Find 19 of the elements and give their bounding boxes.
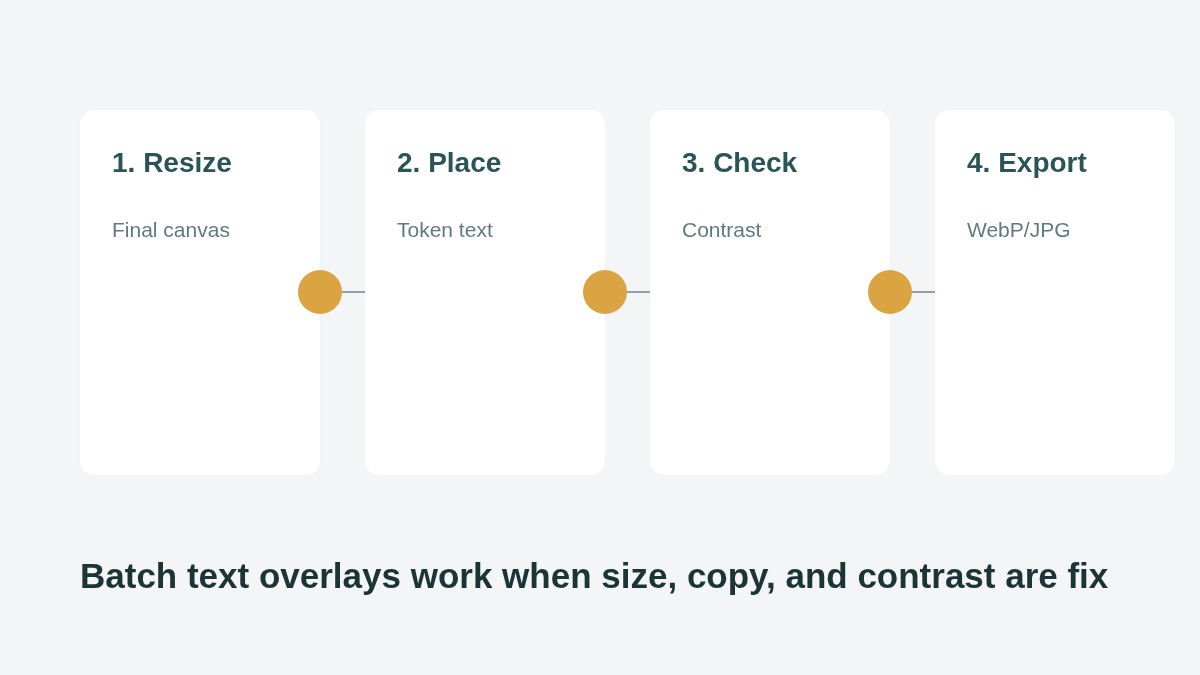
connector-line [341,291,366,293]
caption: Batch text overlays work when size, copy, and contrast are fix [80,555,1109,597]
connector-line [911,291,936,293]
step-description: WebP/JPG [967,217,1071,243]
step-title: 3. Check [682,146,798,180]
connector-dot [583,270,627,314]
step-title: 4. Export [967,146,1087,180]
step-description: Final canvas [112,217,230,243]
connector-dot [868,270,912,314]
step-description: Token text [397,217,493,243]
connector-line [626,291,651,293]
step-title: 2. Place [397,146,502,180]
step-title: 1. Resize [112,146,232,180]
connector-dot [298,270,342,314]
step-card [650,110,890,475]
step-description: Contrast [682,217,762,243]
step-card [365,110,605,475]
step-card [80,110,320,475]
step-card [935,110,1175,475]
